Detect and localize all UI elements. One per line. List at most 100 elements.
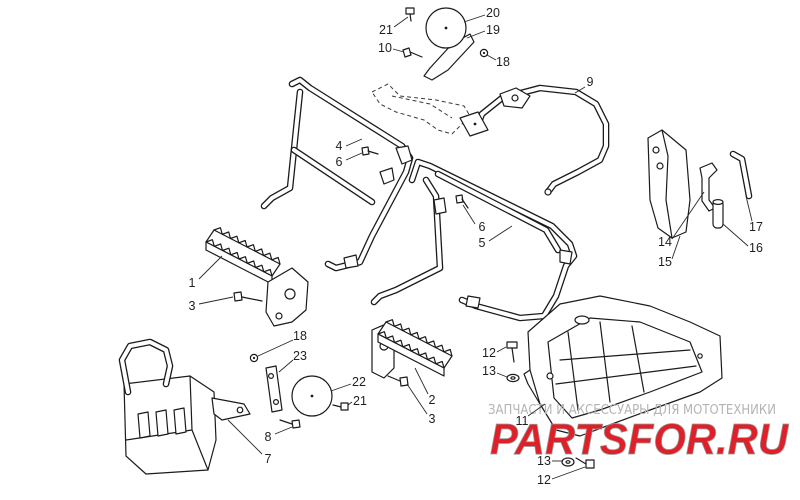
bolt-head [455,194,464,204]
guard-bracket [211,397,251,421]
nut-hole [252,356,256,360]
heat-shield [647,129,691,239]
bolt-head [291,419,301,429]
guard-bracket-hole [236,406,244,414]
frame-tab [379,167,395,185]
skid-plate-hole [697,353,703,359]
mirror-assembly-lower [249,353,349,429]
bolt-head [506,341,518,349]
leader-line [198,255,223,280]
washer-body [561,457,575,467]
leader-line [330,383,352,392]
ghost-bracket-detail [391,95,453,119]
bolt-shaft [511,347,515,363]
footpeg-left [205,227,309,327]
leader-line [745,195,753,222]
skid-plate [523,295,723,437]
bolt-icon [455,194,469,209]
bolt-icon [575,457,595,469]
callout-label: 6 [479,220,486,234]
frame-tube [262,90,302,208]
bolt-head [233,291,243,302]
skid-plate-ribs [555,321,697,411]
callout-label: 8 [265,430,272,444]
leader-line [257,339,294,357]
skid-plate-hole [546,372,554,380]
callout-label: 13 [482,364,496,378]
watermark-brand: PARTSFOR.RU [490,415,789,464]
bolt-head [402,47,412,58]
callout-label: 22 [352,375,366,389]
heat-shield-hole [656,162,664,170]
leader-line [551,466,586,480]
leader-line [463,14,486,23]
nut-hole [482,51,486,55]
callout-label: 3 [189,299,196,313]
leader-line [527,403,546,417]
guard-slot [173,407,187,435]
callout-labels: 21 20 19 10 18 9 4 6 6 5 1 3 18 23 22 21… [189,6,763,487]
callout-label: 6 [336,155,343,169]
bracket-hole [273,399,280,406]
callout-label: 19 [486,23,500,37]
leader-line [466,30,486,39]
bracket-hole [268,373,275,380]
callout-label: 18 [293,329,307,343]
mirror-assembly-top [402,7,489,81]
rail-mount-hole [511,94,519,102]
callout-label: 20 [486,6,500,20]
mirror-bracket [423,33,475,81]
ghost-bracket [371,83,471,135]
callout-label: 15 [658,255,672,269]
leader-line [274,426,293,435]
bolt-head [361,146,370,156]
callout-label: 17 [749,220,763,234]
guard-slot [137,411,151,439]
leader-line [671,235,681,260]
callout-label: 4 [336,139,343,153]
frame-tube [372,178,442,304]
frame-tab [395,145,413,165]
nut-icon [249,353,259,363]
leader-line [486,54,497,61]
bolt-shaft [409,13,412,22]
callout-label: 16 [749,241,763,255]
frame-tab [559,249,573,265]
bolt-icon [332,402,349,411]
leader-line [496,372,508,378]
rear-rail [459,84,610,196]
washer-icon [506,373,520,383]
bolt-shaft [332,404,342,408]
leader-line [393,16,409,28]
callout-label: 13 [537,454,551,468]
bolt-head [340,402,349,411]
rail-bolt [473,122,477,126]
leader-lines [198,14,753,480]
callout-label: 10 [378,41,392,55]
bolt-head [399,376,409,387]
washer-hole [565,460,571,464]
skid-plate-edge [523,369,541,405]
bolt-icon [402,47,423,58]
bolt-shaft [575,457,587,465]
nut-icon [479,48,489,58]
skid-plate-slot [574,315,590,325]
leader-line [392,48,405,53]
mirror-disc-center [310,394,314,398]
leader-line [671,191,705,240]
guard-tube [120,340,172,394]
bolt-shaft [409,51,423,58]
callout-label: 18 [496,55,510,69]
frame-tube [436,172,560,252]
guard-slot [155,409,169,437]
bolt-shaft [241,296,263,302]
leader-line [414,367,429,395]
leader-line [345,152,363,161]
frame-tab [343,254,359,269]
watermark: ЗАПЧАСТИ И АКСЕССУАРЫ ДЛЯ МОТОТЕХНИКИ PA… [488,403,790,464]
washer-hole [510,376,516,380]
rail-end-cap [544,188,552,196]
rail-tube [474,86,608,194]
callout-label: 7 [265,452,272,466]
leader-line [198,296,234,305]
